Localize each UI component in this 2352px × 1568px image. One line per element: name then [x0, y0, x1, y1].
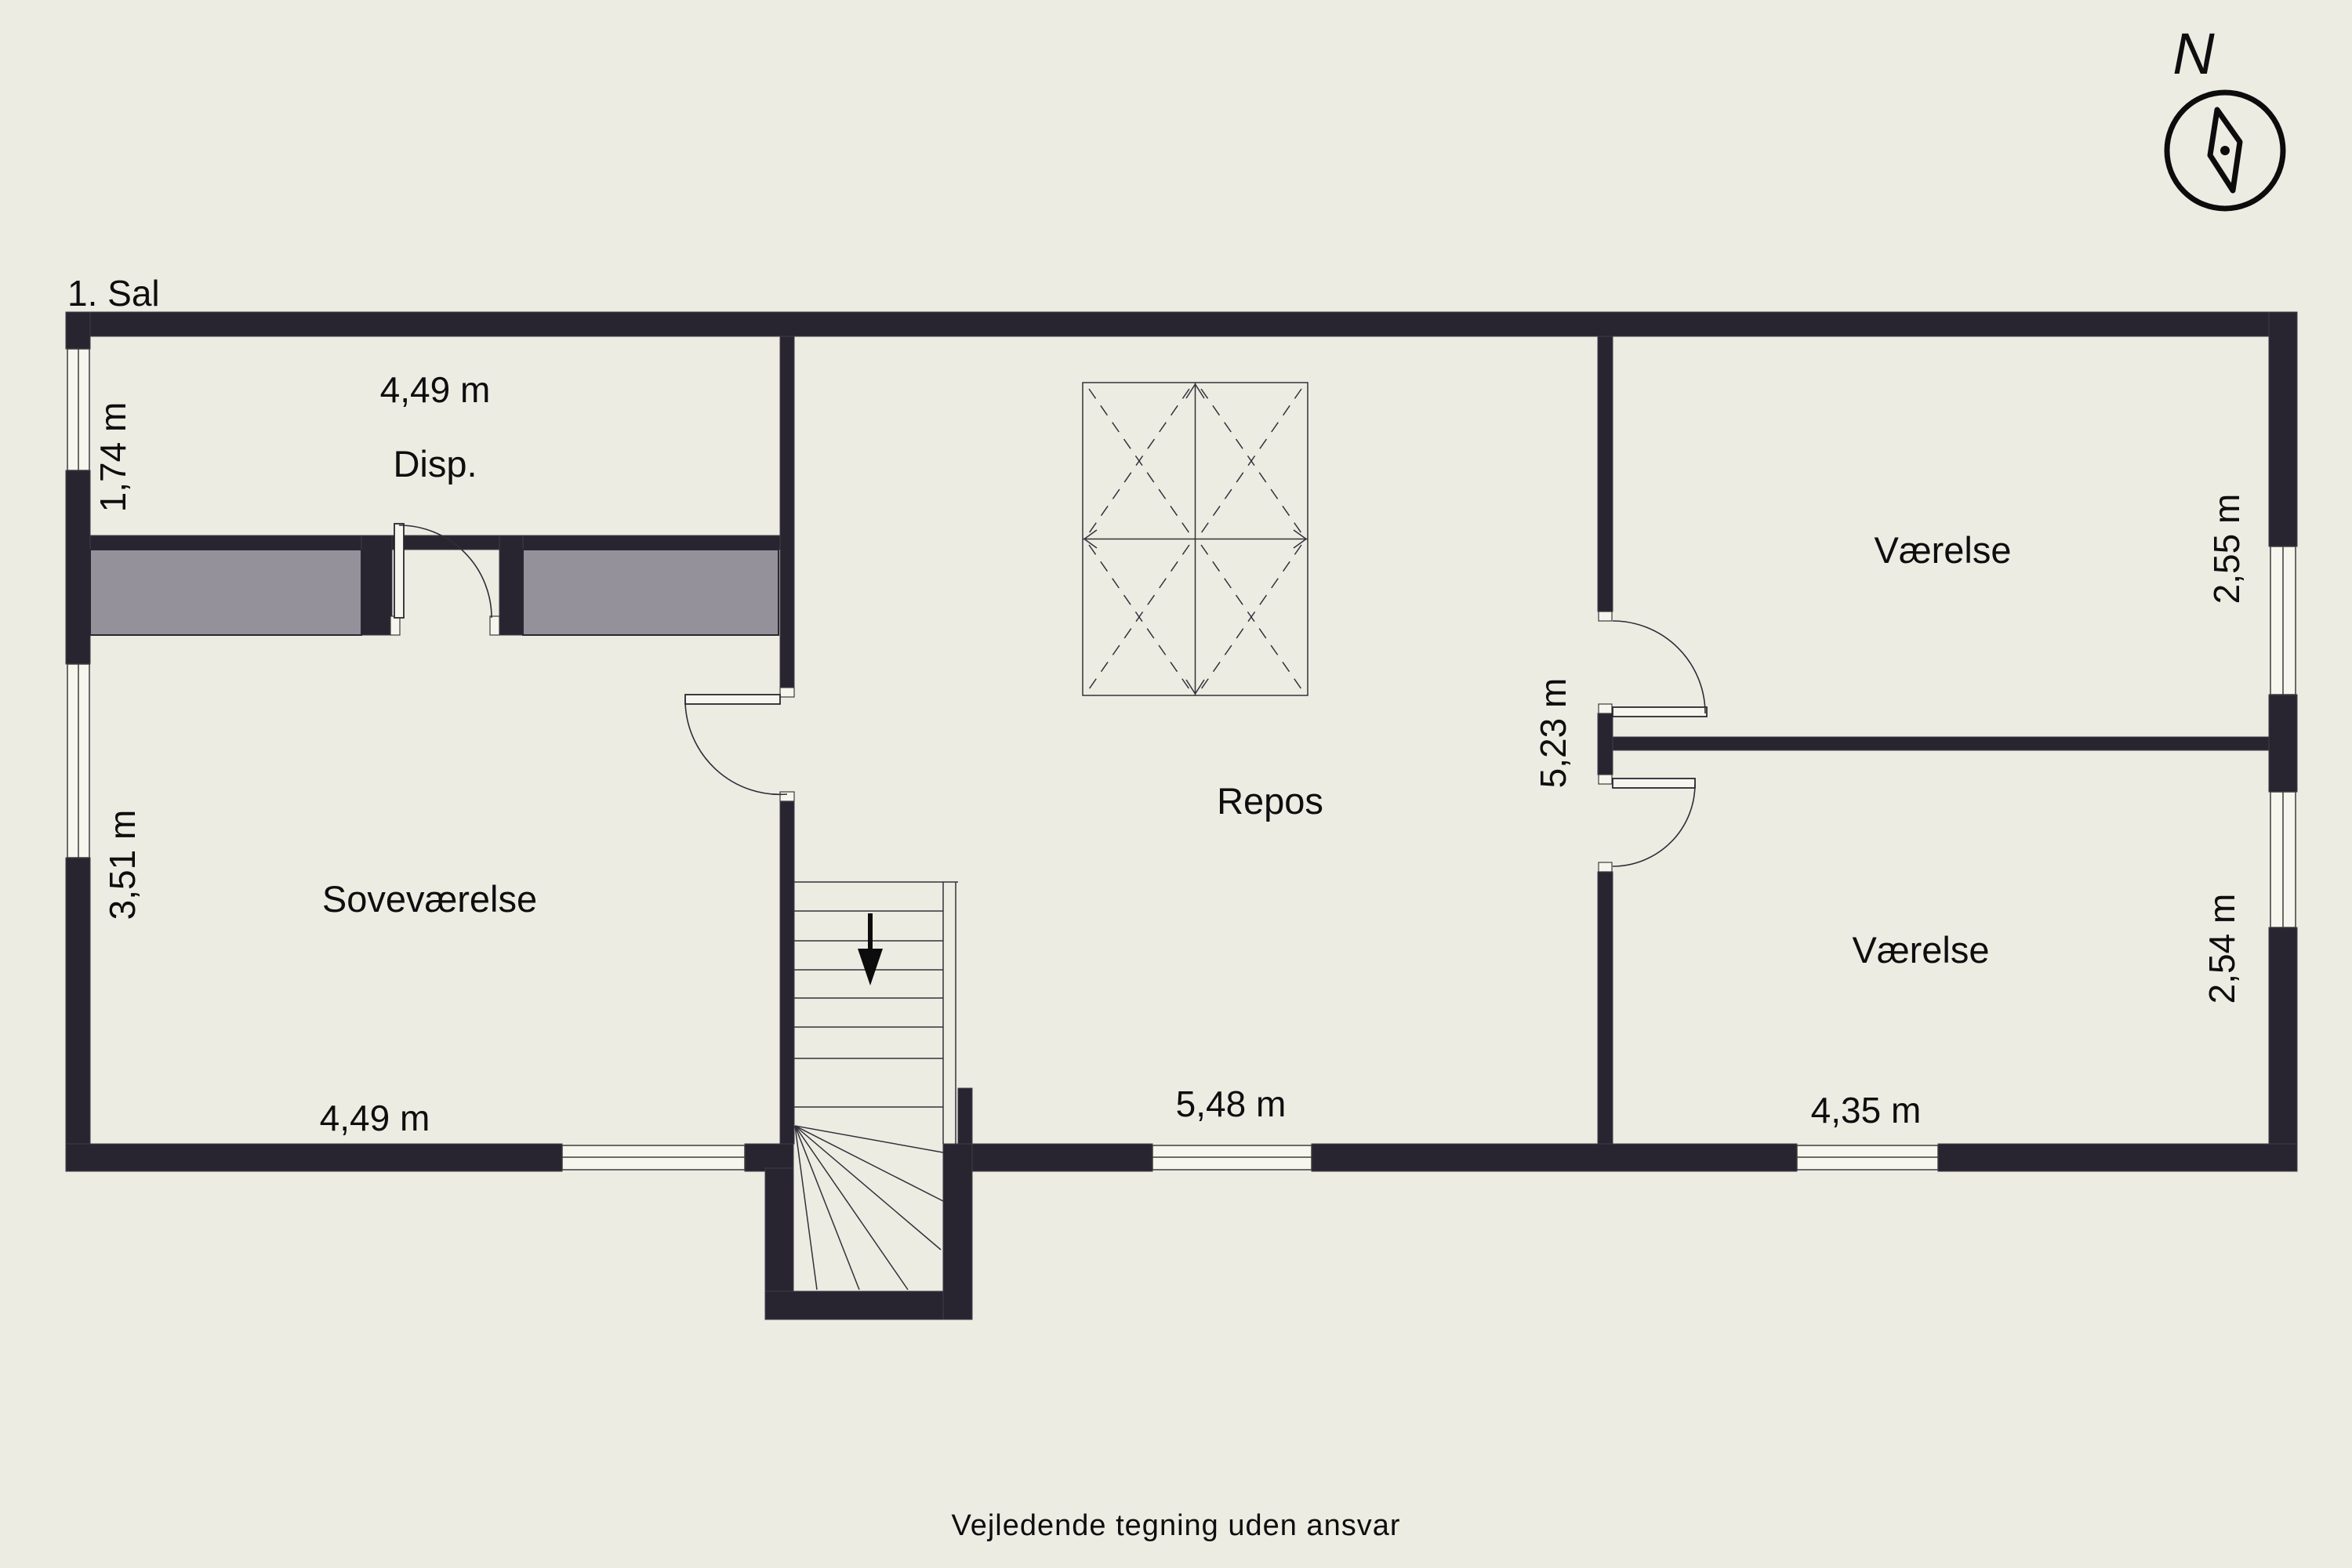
dim-disp-width: 4,49 m [380, 369, 491, 410]
room-label-vaerelse-bottom: Værelse [1852, 929, 1989, 971]
disclaimer-note: Vejledende tegning uden ansvar [951, 1509, 1400, 1542]
door-vaerelse-top [1598, 611, 1708, 717]
dim-repos-depth: 5,23 m [1533, 678, 1573, 789]
doors [390, 523, 1708, 873]
winder-treads [794, 1125, 944, 1290]
stair-down-arrow-icon [858, 913, 883, 985]
window-right-vaerelse-top [2270, 546, 2296, 695]
window-right-vaerelse-bottom [2270, 791, 2296, 928]
stair-railing [942, 882, 956, 1144]
window-left-disp [67, 348, 90, 471]
interior-walls [89, 336, 2270, 1145]
dim-vaerelse-bottom-width: 4,35 m [1811, 1090, 1922, 1131]
window-bottom-repos [1152, 1145, 1312, 1171]
skylight-hatching [1088, 388, 1302, 690]
dim-disp-depth: 1,74 m [93, 402, 133, 513]
dim-vaerelse-bottom-depth: 2,54 m [2201, 894, 2242, 1004]
room-label-disp: Disp. [393, 443, 477, 485]
door-vaerelse-bottom [1598, 774, 1696, 873]
dim-vaerelse-top-depth: 2,55 m [2206, 494, 2247, 604]
staircase [794, 881, 958, 1290]
door-disp [390, 523, 500, 636]
skylight-symbol [1082, 382, 1308, 696]
wardrobe-closets [89, 549, 779, 636]
compass-north-label: N [2172, 21, 2215, 86]
compass-icon: N [2164, 21, 2286, 212]
exterior-walls [65, 311, 2298, 1320]
window-bottom-sovevaerelse [561, 1145, 746, 1171]
windows [67, 348, 2296, 1171]
window-bottom-vaerelse [1796, 1145, 1939, 1171]
room-label-repos: Repos [1217, 780, 1323, 822]
room-label-sovevaerelse: Soveværelse [322, 878, 537, 920]
dim-sove-width: 4,49 m [320, 1098, 430, 1138]
window-left-sovevaerelse [67, 663, 90, 858]
floor-title: 1. Sal [67, 273, 160, 314]
door-sovevaerelse [684, 687, 795, 802]
dim-repos-width: 5,48 m [1176, 1083, 1287, 1124]
dim-sove-depth: 3,51 m [102, 810, 143, 920]
room-label-vaerelse-top: Værelse [1874, 529, 2011, 571]
